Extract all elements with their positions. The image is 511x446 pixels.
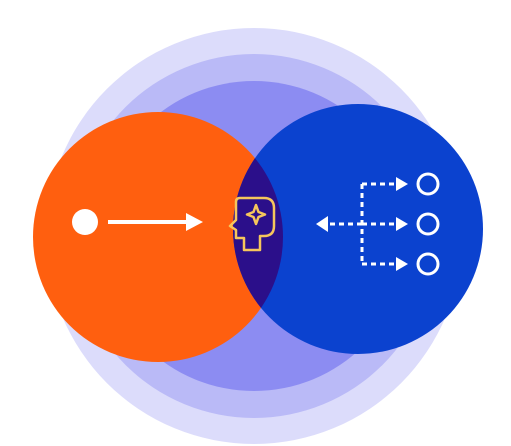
output-node-bottom [416,252,440,276]
branching-outputs-icon [316,172,440,276]
right-circle [233,104,483,354]
branch-left-arrowhead [316,216,328,232]
branch-bottom-arrowhead [396,257,408,271]
branch-top-arrowhead [396,177,408,191]
output-node-middle [416,212,440,236]
output-node-top [416,172,440,196]
ai-head-sparkle-icon [228,196,276,252]
input-dot-arrow-icon [72,209,203,235]
branch-middle-arrowhead [396,217,408,231]
input-arrow-head [186,213,203,231]
left-circle [33,112,283,362]
input-dot [72,209,98,235]
